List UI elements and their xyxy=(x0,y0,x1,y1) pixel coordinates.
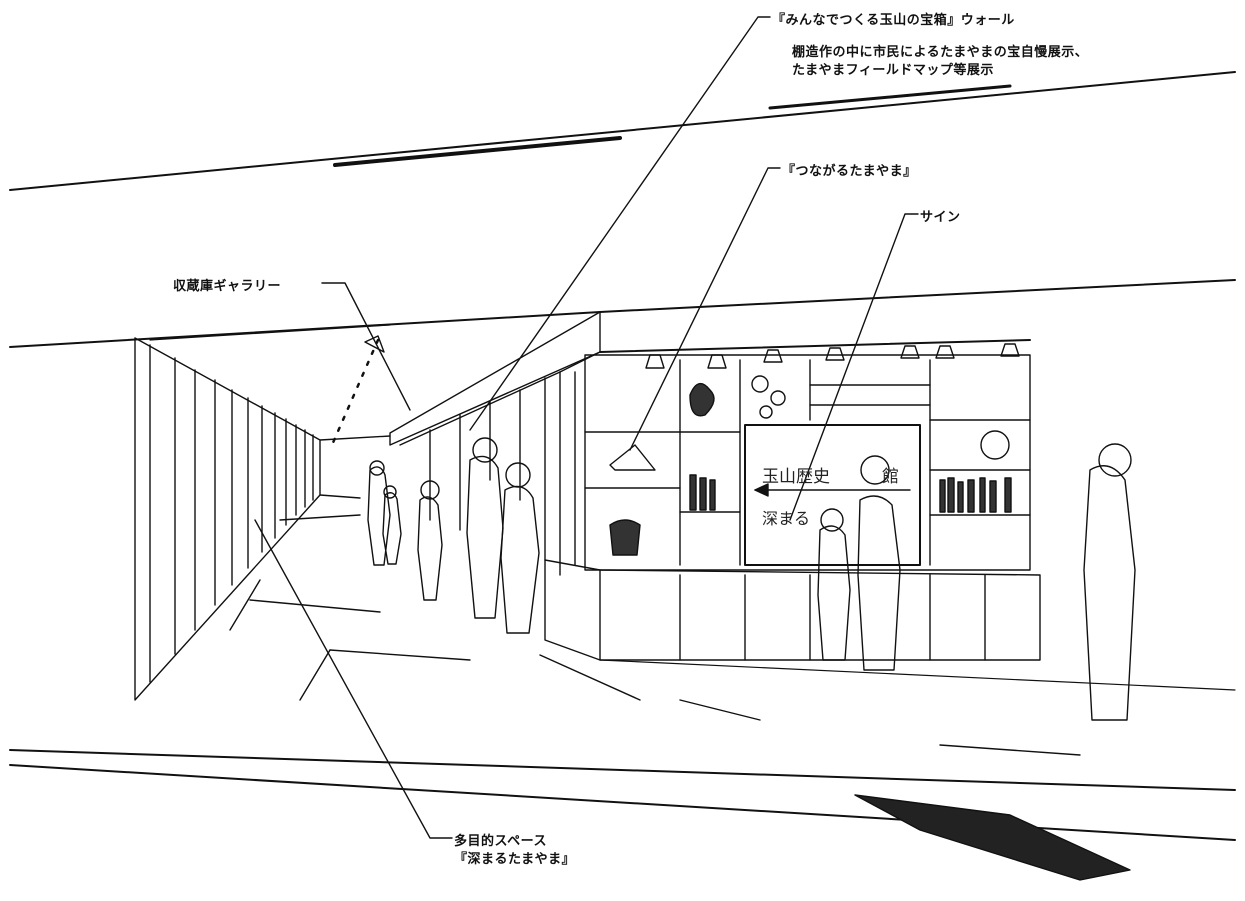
sign-board-text-2: 深まる xyxy=(762,509,811,528)
people xyxy=(367,437,1136,721)
gallery-label: 収蔵庫ギャラリー xyxy=(173,279,282,294)
right-wall xyxy=(389,311,1031,576)
display-cabinet xyxy=(584,343,1031,571)
wall-description-line-2: たまやまフィールドマップ等展示 xyxy=(792,63,994,78)
sign-board-text-1-end: 館 xyxy=(882,467,899,487)
sign-board-text-1: 玉山歴史 xyxy=(762,467,830,487)
floor-lines xyxy=(9,514,1236,881)
wall-title-label: 『みんなでつくる玉山の宝箱』ウォール xyxy=(772,13,1015,28)
tsunagaru-label: 『つながるたまやま』 xyxy=(782,164,917,179)
sign-board xyxy=(744,424,921,566)
wall-description-line-1: 棚造作の中に市民によるたまやまの宝自慢展示、 xyxy=(792,45,1089,60)
gallery-wall xyxy=(134,335,385,701)
sign-label: サイン xyxy=(920,210,961,225)
ceiling-lines xyxy=(9,71,1236,348)
leader-lines xyxy=(254,16,919,839)
far-corridor xyxy=(319,435,391,499)
multipurpose-label-2: 『深まるたまやま』 xyxy=(454,852,576,867)
counter xyxy=(544,559,1041,661)
multipurpose-label-1: 多目的スペース xyxy=(454,834,547,849)
